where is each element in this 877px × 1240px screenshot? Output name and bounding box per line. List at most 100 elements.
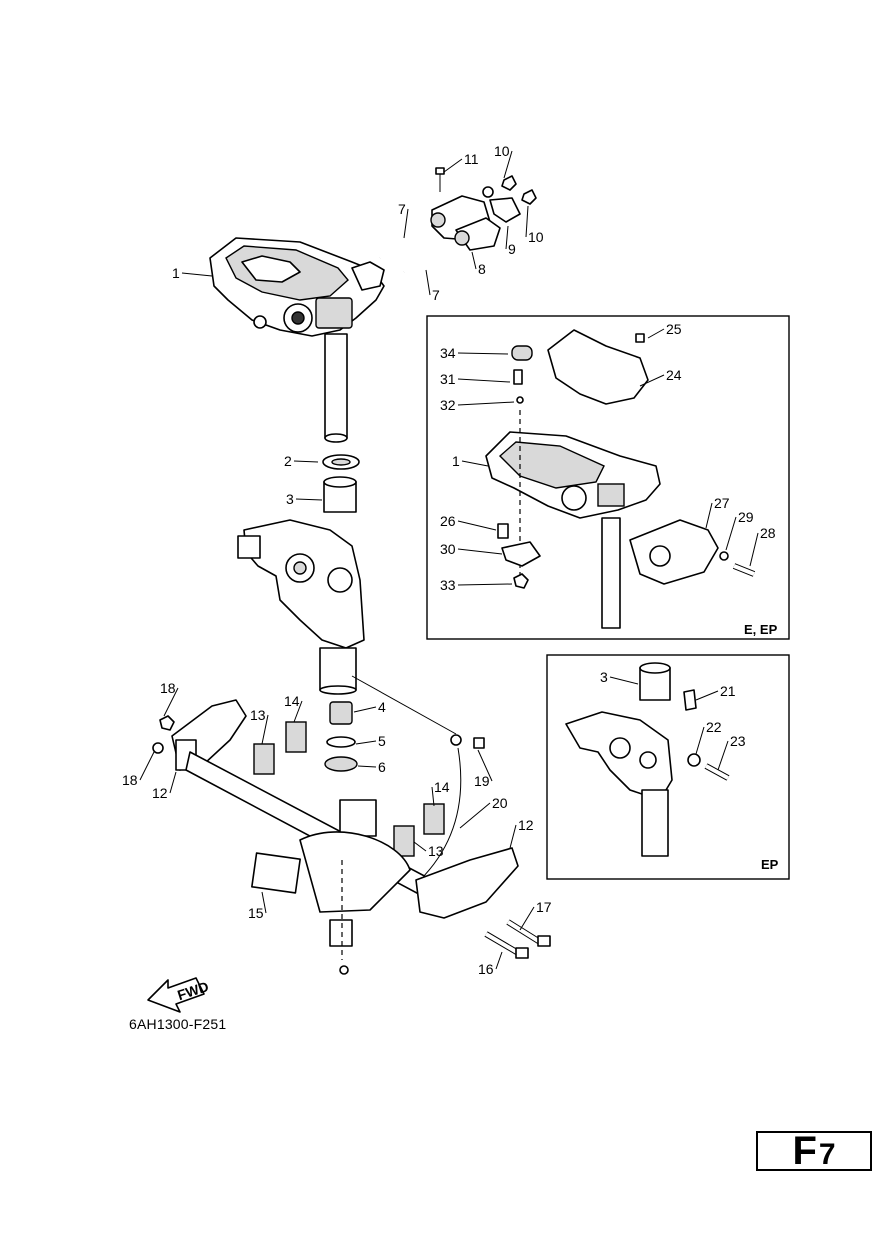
callout-c34: 34 xyxy=(440,345,456,361)
stud-bolts xyxy=(379,226,463,274)
callout-c12b: 12 xyxy=(518,817,534,833)
callout-c19: 19 xyxy=(474,773,490,789)
callout-c7b: 7 xyxy=(432,287,440,303)
callout-c14a: 14 xyxy=(284,693,300,709)
leader-c7b xyxy=(425,269,431,296)
lower-bushings xyxy=(324,675,485,881)
inset-e-ep: E, EP xyxy=(426,315,790,640)
leader-c26 xyxy=(457,520,497,531)
callout-c15: 15 xyxy=(248,905,264,921)
leader-c32 xyxy=(457,401,515,406)
callout-c28: 28 xyxy=(760,525,776,541)
callout-c9: 9 xyxy=(508,241,516,257)
leader-c12a xyxy=(169,771,177,794)
callout-c27: 27 xyxy=(714,495,730,511)
callout-c26: 26 xyxy=(440,513,456,529)
leader-c14a xyxy=(293,700,303,723)
callout-c13b: 13 xyxy=(428,843,444,859)
leader-c8 xyxy=(471,251,477,270)
leader-c6 xyxy=(357,765,377,768)
callout-c18b: 18 xyxy=(122,772,138,788)
leader-c9 xyxy=(505,225,509,250)
leader-c18b xyxy=(139,751,155,781)
inset-ep: EP xyxy=(546,654,790,880)
leader-c25 xyxy=(647,328,665,339)
leader-c29 xyxy=(725,516,737,551)
callout-c3: 3 xyxy=(286,491,294,507)
leader-c19 xyxy=(477,749,493,782)
callout-c14b: 14 xyxy=(434,779,450,795)
collar-and-bushing xyxy=(322,454,360,513)
leader-c12b xyxy=(509,824,517,849)
leader-c11 xyxy=(443,158,463,173)
page-indicator: F 7 xyxy=(756,1131,872,1171)
leader-c16 xyxy=(495,951,503,970)
callout-c7a: 7 xyxy=(398,201,406,217)
leader-c34 xyxy=(457,352,509,355)
leader-c20 xyxy=(459,802,491,829)
leader-c4 xyxy=(353,706,377,713)
leader-c31 xyxy=(457,378,511,383)
callout-c1i: 1 xyxy=(452,453,460,469)
callout-c21: 21 xyxy=(720,683,736,699)
callout-c29: 29 xyxy=(738,509,754,525)
callout-c10a: 10 xyxy=(494,143,510,159)
swivel-bracket xyxy=(237,519,365,695)
callout-c32: 32 xyxy=(440,397,456,413)
leader-c2 xyxy=(293,460,319,463)
page-letter: F xyxy=(792,1129,817,1173)
callout-c11: 11 xyxy=(464,151,479,167)
leader-c13b xyxy=(413,841,427,852)
callout-c16: 16 xyxy=(478,961,494,977)
page-number: 7 xyxy=(818,1138,836,1171)
callout-c5: 5 xyxy=(378,733,386,749)
leader-c24 xyxy=(639,374,665,387)
leader-c10a xyxy=(503,150,513,179)
inset-e-ep-tag: E, EP xyxy=(744,622,778,637)
fwd-arrow-icon: FWD xyxy=(147,977,211,1013)
mount-bolts xyxy=(152,715,551,959)
leader-c5 xyxy=(355,740,377,745)
friction-bracket xyxy=(430,167,537,251)
callout-c30: 30 xyxy=(440,541,456,557)
callout-c20: 20 xyxy=(492,795,508,811)
callout-c25: 25 xyxy=(666,321,682,337)
callout-c12a: 12 xyxy=(152,785,168,801)
leader-c30 xyxy=(457,548,503,555)
leader-c23 xyxy=(717,740,729,771)
callout-c1: 1 xyxy=(172,265,180,281)
steering-bracket xyxy=(209,237,385,337)
leader-c7a xyxy=(403,208,409,239)
svg-text:FWD: FWD xyxy=(175,978,210,1003)
leader-c3 xyxy=(295,498,323,501)
diagram-code: 6AH1300-F251 xyxy=(129,1016,227,1032)
leader-c1 xyxy=(181,272,213,277)
callout-c23: 23 xyxy=(730,733,746,749)
callout-c6: 6 xyxy=(378,759,386,775)
leader-c28 xyxy=(749,532,759,567)
steering-shaft xyxy=(324,333,348,443)
leader-c18a xyxy=(163,687,179,717)
callout-c31: 31 xyxy=(440,371,456,387)
callout-c4: 4 xyxy=(378,699,386,715)
callout-c3i: 3 xyxy=(600,669,608,685)
leader-c33 xyxy=(457,583,513,586)
leader-c13a xyxy=(261,714,269,745)
upper-mount-assembly xyxy=(171,699,519,975)
callout-c33: 33 xyxy=(440,577,456,593)
callout-c10b: 10 xyxy=(528,229,544,245)
leader-c14b xyxy=(431,786,435,807)
callout-c2: 2 xyxy=(284,453,292,469)
leader-c22 xyxy=(695,726,705,755)
callout-c17: 17 xyxy=(536,899,552,915)
leader-c27 xyxy=(705,502,713,529)
inset-ep-tag: EP xyxy=(761,857,779,872)
leader-c21 xyxy=(695,690,719,701)
callout-c24: 24 xyxy=(666,367,682,383)
callout-c13a: 13 xyxy=(250,707,266,723)
leader-c15 xyxy=(261,891,267,914)
callout-c18a: 18 xyxy=(160,680,176,696)
leader-c1i xyxy=(461,460,489,467)
